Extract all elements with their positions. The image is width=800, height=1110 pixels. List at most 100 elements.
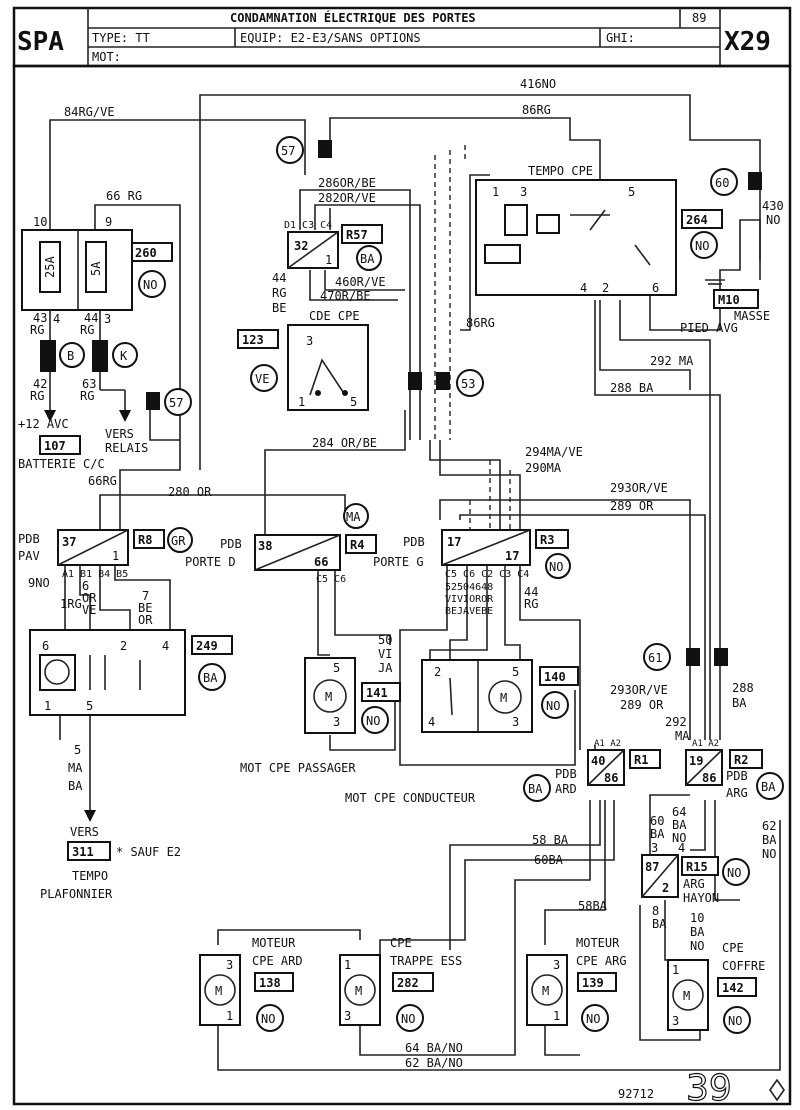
wire-288: 288 BA xyxy=(610,381,654,395)
wire-pg-1: 52504648 xyxy=(445,582,493,593)
ref-r8: R8 xyxy=(138,533,152,547)
pontet-pins: D1 C3 C4 xyxy=(284,220,332,231)
ref-140-color: NO xyxy=(546,699,560,713)
wire-pg-4: 44 xyxy=(524,585,538,599)
ref-r8-color: GR xyxy=(171,534,186,548)
wire-290: 290MA xyxy=(525,461,562,475)
wire-42-col: RG xyxy=(30,389,44,403)
wire-6-num: 6 xyxy=(82,579,89,593)
wire-pg-5: RG xyxy=(524,597,538,611)
wire-7-col1: BE xyxy=(138,601,152,615)
ref-140: 140 xyxy=(544,670,566,684)
ref-r57-color: BA xyxy=(360,252,375,266)
vers-relais-line2: RELAIS xyxy=(105,441,148,455)
wire-5-col2: BA xyxy=(68,779,83,793)
ref-142-color: NO xyxy=(728,1014,742,1028)
pd-number-2: 66 xyxy=(314,555,328,569)
mot-conducteur-label: MOT CPE CONDUCTEUR xyxy=(345,791,476,805)
wire-63-num: 63 xyxy=(82,377,96,391)
wire-292: 292 MA xyxy=(650,354,694,368)
wire-288a: 288 xyxy=(732,681,754,695)
pdb-pg-line2: PORTE G xyxy=(373,555,424,569)
motor-139-m: M xyxy=(542,984,549,998)
equip-label: EQUIP: E2-E3/SANS OPTIONS xyxy=(240,31,421,45)
footer: 92712 39 xyxy=(618,1067,785,1110)
wire-1: 1RG xyxy=(60,597,82,611)
hayon-number-1: 87 xyxy=(645,860,659,874)
wire-294: 294MA/VE xyxy=(525,445,583,459)
pav-pins: A1 B1 B4 B5 xyxy=(62,569,128,580)
wire-44p-col2: BE xyxy=(272,301,286,315)
motor-138: M 3 1 MOTEUR CPE ARD 138 NO xyxy=(199,936,303,1032)
wire-7-col2: OR xyxy=(138,613,153,627)
mot-arg-line2: CPE ARG xyxy=(576,954,627,968)
masse-m10: M10 MASSE PIED AVG xyxy=(680,279,770,335)
ref-60: 60 xyxy=(715,176,729,190)
mot-passager-label: MOT CPE PASSAGER xyxy=(240,761,356,775)
pdb-pd-line1: PDB xyxy=(220,537,242,551)
ref-139-color: NO xyxy=(586,1012,600,1026)
wire-86: 86RG xyxy=(522,103,551,117)
arg-pins: A1 A2 xyxy=(692,739,719,749)
wire-8-num: 8 xyxy=(652,904,659,918)
wire-288b: BA xyxy=(732,696,747,710)
wire-292b: MA xyxy=(675,729,690,743)
wire-64-col1: BA xyxy=(672,818,687,832)
motor-142-m: M xyxy=(683,989,690,1003)
ref-141-color: NO xyxy=(366,714,380,728)
wire-289b: 289 OR xyxy=(620,698,664,712)
svg-text:1: 1 xyxy=(553,1009,560,1023)
mot-label: MOT: xyxy=(92,50,121,64)
arrow-tempo xyxy=(84,810,96,822)
ghi-label: GHI: xyxy=(606,31,635,45)
pg-pins: C5 C6 C2 C3 C4 xyxy=(445,569,529,580)
mot-arg-line1: MOTEUR xyxy=(576,936,620,950)
ref-r1: R1 xyxy=(634,753,648,767)
ref-311: 311 xyxy=(72,845,94,859)
wire-62-bottom: 62 BA/NO xyxy=(405,1056,463,1070)
pd-pins: C5 C6 xyxy=(316,574,346,585)
vers-relais-line1: VERS xyxy=(105,427,134,441)
svg-text:1: 1 xyxy=(344,958,351,972)
type-label: TYPE: TT xyxy=(92,31,150,45)
fuse-pin-10: 10 xyxy=(33,215,47,229)
svg-text:3: 3 xyxy=(672,1014,679,1028)
ref-r4-color: MA xyxy=(346,510,361,524)
wire-293b: 293OR/VE xyxy=(610,683,668,697)
ref-r57: R57 xyxy=(346,228,368,242)
ref-r4: R4 xyxy=(350,538,364,552)
wire-10-col2: NO xyxy=(690,939,704,953)
wire-64-num: 64 xyxy=(672,805,686,819)
pontet-number: 32 xyxy=(294,239,308,253)
hayon-number-2: 2 xyxy=(662,881,669,895)
fuse-pin-4: 4 xyxy=(53,312,60,326)
s249-pin-2: 2 xyxy=(120,639,127,653)
motor-140: M 2 4 5 3 140 NO MOT CPE CONDUCTEUR xyxy=(345,659,579,805)
model-label: X29 xyxy=(724,27,771,57)
hayon-pin-4: 4 xyxy=(678,841,685,855)
pdb-porte-d: 38 66 C5 C6 PDB PORTE D R4 MA xyxy=(185,503,377,585)
pg-number-1: 17 xyxy=(447,535,461,549)
wire-58b: 58BA xyxy=(578,899,608,913)
switch-249: 6 2 4 1 5 249 BA xyxy=(29,629,233,716)
fuse-5a: 5A xyxy=(89,261,103,276)
wire-9: 9NO xyxy=(28,576,50,590)
wire-pg-2: VIVIOROR xyxy=(445,594,494,605)
tempo-label: TEMPO CPE xyxy=(528,164,593,178)
m141-pin-5: 5 xyxy=(333,661,340,675)
diagram-frame xyxy=(12,64,792,1106)
wire-44p-num: 44 xyxy=(272,271,286,285)
m140-pin-5: 5 xyxy=(512,665,519,679)
motor-140-m: M xyxy=(500,691,507,705)
footer-page: 39 xyxy=(686,1068,732,1109)
tempo-pin-4: 4 xyxy=(580,281,587,295)
cde-pin-3: 3 xyxy=(306,334,313,348)
circled-refs: 57 60 57 53 61 xyxy=(164,136,738,671)
wire-63-col: RG xyxy=(80,389,94,403)
pdb-hayon: 87 2 3 4 R15 NO ARG HAYON xyxy=(641,841,750,905)
arg-number-1: 19 xyxy=(689,754,703,768)
wire-5-num: 5 xyxy=(74,743,81,757)
ref-123: 123 xyxy=(242,333,264,347)
connector-blocks xyxy=(40,140,762,666)
arg-hayon-line1: ARG xyxy=(683,877,705,891)
